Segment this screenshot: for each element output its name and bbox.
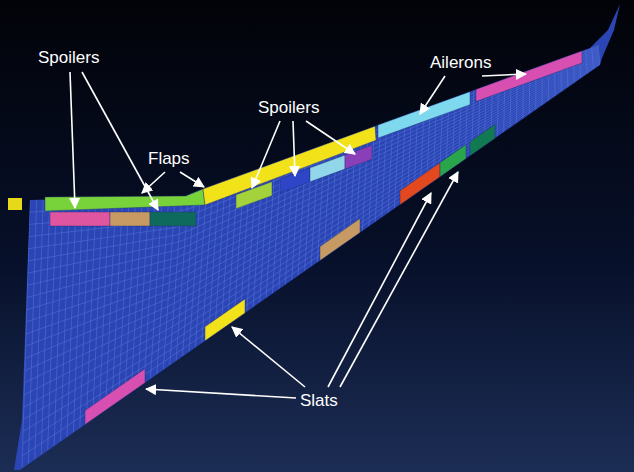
aileron-outboard bbox=[476, 51, 582, 102]
part-label: Slats bbox=[300, 391, 338, 411]
slat bbox=[400, 163, 440, 205]
slat bbox=[470, 124, 495, 155]
leader-arrow bbox=[306, 121, 355, 154]
spoiler bbox=[236, 182, 272, 209]
leader-arrow bbox=[180, 172, 204, 187]
leader-arrow bbox=[70, 72, 75, 208]
spoiler bbox=[110, 212, 150, 226]
leader-arrow bbox=[252, 121, 280, 188]
spoiler bbox=[310, 155, 345, 182]
slat bbox=[320, 219, 360, 261]
part-label: Flaps bbox=[148, 149, 190, 169]
leader-arrow bbox=[293, 121, 295, 176]
spoiler bbox=[345, 145, 372, 169]
flap-outboard bbox=[203, 126, 376, 205]
spoiler bbox=[150, 212, 196, 226]
leader-arrow bbox=[142, 172, 165, 193]
slat bbox=[205, 299, 245, 341]
root-fitting bbox=[8, 198, 22, 210]
mesh-lines bbox=[22, 45, 600, 468]
slat bbox=[440, 145, 466, 177]
spoiler bbox=[50, 212, 110, 226]
slat bbox=[85, 369, 145, 425]
leader-arrow bbox=[340, 172, 458, 387]
part-label: Ailerons bbox=[430, 53, 491, 73]
leader-arrow bbox=[146, 389, 296, 398]
wing-mesh bbox=[14, 4, 620, 470]
leader-arrow bbox=[328, 193, 431, 387]
flap-inboard bbox=[45, 189, 205, 211]
part-label: Spoilers bbox=[38, 48, 99, 68]
aileron-inboard bbox=[378, 92, 470, 138]
leader-arrow bbox=[232, 327, 305, 387]
leader-arrow bbox=[420, 76, 445, 114]
leader-arrow bbox=[482, 74, 526, 76]
part-label: Spoilers bbox=[258, 98, 319, 118]
